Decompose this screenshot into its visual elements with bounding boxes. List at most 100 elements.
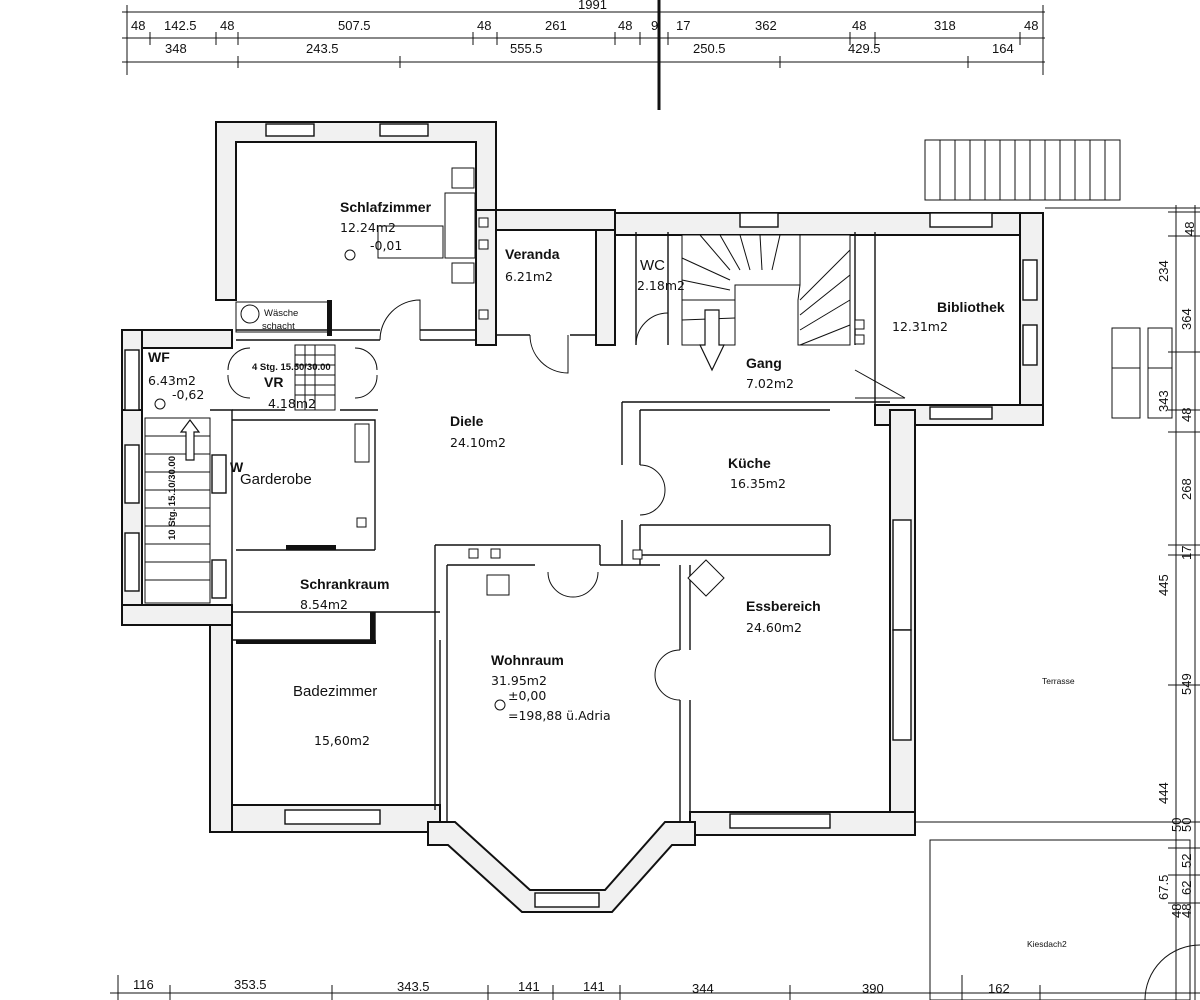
stairs-label: 4 Stg. 15.50/30.00 <box>252 362 331 373</box>
room-kueche: Küche 16.35m2 <box>728 455 786 491</box>
staircase-central <box>681 234 851 372</box>
dim-right: 50 <box>1169 818 1184 832</box>
dim-bottom: 353.5 <box>234 977 267 992</box>
room-level: -0,62 <box>172 387 204 402</box>
room-area: 16.35m2 <box>730 476 786 491</box>
room-wohnraum: Wohnraum 31.95m2 ±0,00 =198,88 ü.Adria <box>491 652 611 723</box>
dim-right: 445 <box>1156 574 1171 596</box>
room-level: -0,01 <box>370 238 402 253</box>
room-gang: Gang 7.02m2 <box>746 355 794 391</box>
staircase-upper-right <box>924 139 1121 201</box>
room-name: Küche <box>728 455 771 471</box>
dim-top: 142.5 <box>164 18 197 33</box>
dim-top: 507.5 <box>338 18 371 33</box>
interior-walls <box>210 232 890 822</box>
staircase-vr <box>294 344 336 411</box>
terrace-area <box>915 207 1200 1000</box>
dim-right: 48 <box>1182 222 1197 236</box>
waesche-label: Wäsche <box>264 308 298 319</box>
waesche-label: schacht <box>262 321 295 332</box>
room-badezimmer: Badezimmer 15,60m2 <box>293 683 377 748</box>
room-area: 7.02m2 <box>746 376 794 391</box>
room-area: 24.10m2 <box>450 435 506 450</box>
dim-top: 164 <box>992 41 1014 56</box>
room-wc: WC 2.18m2 <box>637 257 685 293</box>
dim-bottom: 343.5 <box>397 979 430 994</box>
room-name: WF <box>148 349 170 365</box>
dim-top: 261 <box>545 18 567 33</box>
dim-top: 318 <box>934 18 956 33</box>
dim-bottom: 390 <box>862 981 884 996</box>
exterior-walls <box>121 121 1044 913</box>
room-area: 4.18m2 <box>268 396 316 411</box>
terrasse-label: Terrasse <box>1042 676 1075 686</box>
bottom-dimension-chain: 116 353.5 343.5 141 141 344 390 162 <box>110 975 1200 1000</box>
room-name: Schrankraum <box>300 576 389 592</box>
room-area: 15,60m2 <box>314 733 370 748</box>
room-area: 2.18m2 <box>637 278 685 293</box>
room-veranda: Veranda 6.21m2 <box>505 246 560 284</box>
room-schlafzimmer: Schlafzimmer 12.24m2 -0,01 <box>340 199 432 253</box>
dim-bottom: 162 <box>988 981 1010 996</box>
dim-top: 48 <box>477 18 491 33</box>
dim-top: 250.5 <box>693 41 726 56</box>
dim-total: 1991 <box>578 0 607 12</box>
dim-right: 444 <box>1156 782 1171 804</box>
dim-top: 48 <box>618 18 632 33</box>
dim-right: 549 <box>1179 673 1194 695</box>
dim-right: 343 <box>1156 390 1171 412</box>
room-area: 6.43m2 <box>148 373 196 388</box>
dim-top: 48 <box>1024 18 1038 33</box>
room-name: Garderobe <box>240 471 312 488</box>
room-elevation: =198,88 ü.Adria <box>508 708 611 723</box>
room-name: Badezimmer <box>293 683 377 700</box>
stairs-label: 10 Stg. 15.10/30.00 <box>167 456 178 540</box>
dim-right: 234 <box>1156 260 1171 282</box>
dim-right: 48 <box>1169 904 1184 918</box>
room-name: Bibliothek <box>937 299 1005 315</box>
room-area: 24.60m2 <box>746 620 802 635</box>
dim-top: 17 <box>676 18 690 33</box>
dim-top: 9 <box>651 18 658 33</box>
dim-bottom: 116 <box>133 977 154 992</box>
room-name: Diele <box>450 413 484 429</box>
room-vr: VR 4.18m2 <box>264 374 316 411</box>
room-name: VR <box>264 374 283 390</box>
right-dimension-chain: 48 234 364 343 48 268 17 445 549 444 50 … <box>1156 205 1200 1000</box>
room-area: 6.21m2 <box>505 269 553 284</box>
dim-top: 243.5 <box>306 41 339 56</box>
dim-top: 48 <box>852 18 866 33</box>
heavy-wall-marks <box>236 300 376 644</box>
room-name: Essbereich <box>746 598 821 614</box>
room-essbereich: Essbereich 24.60m2 <box>746 598 821 635</box>
dim-top: 48 <box>220 18 234 33</box>
room-area: 12.24m2 <box>340 220 396 235</box>
dim-bottom: 141 <box>518 979 540 994</box>
dim-bottom: 141 <box>583 979 605 994</box>
dim-top: 348 <box>165 41 187 56</box>
room-diele: Diele 24.10m2 <box>450 413 506 450</box>
room-name: Schlafzimmer <box>340 199 432 215</box>
doors <box>227 299 906 701</box>
dim-right: 48 <box>1179 408 1194 422</box>
room-level: ±0,00 <box>508 688 546 703</box>
dim-top: 555.5 <box>510 41 543 56</box>
room-name: Veranda <box>505 246 560 262</box>
room-name: WC <box>640 257 665 274</box>
top-dimension-chain: 1991 48 142.5 48 507.5 48 261 48 9 17 36… <box>122 0 1045 110</box>
room-schrankraum: Schrankraum 8.54m2 <box>300 576 389 612</box>
dim-right: 52 <box>1179 854 1194 868</box>
dim-top: 362 <box>755 18 777 33</box>
dim-right: 67.5 <box>1156 875 1171 900</box>
staircase-left <box>144 417 211 604</box>
fixtures <box>154 167 865 711</box>
dim-bottom: 344 <box>692 981 714 996</box>
kiesdach-label: Kiesdach2 <box>1027 939 1067 949</box>
room-wf: WF 6.43m2 -0,62 <box>148 349 204 402</box>
windows <box>124 123 1038 908</box>
room-garderobe: Garderobe W <box>230 459 312 488</box>
dim-right: 17 <box>1179 546 1194 560</box>
room-bibliothek: Bibliothek 12.31m2 <box>892 299 1005 334</box>
dim-right: 50 <box>1179 818 1194 832</box>
